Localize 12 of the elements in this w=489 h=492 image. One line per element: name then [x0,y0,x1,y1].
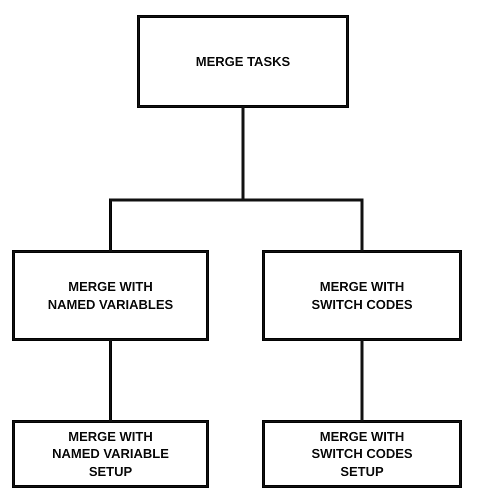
box-label: MERGE WITH SWITCH CODES [310,278,414,314]
connector-line [109,341,112,420]
process-box [12,420,209,488]
connector-line [360,341,364,420]
box-label: MERGE WITH SWITCH CODES SETUP [310,428,414,480]
process-box [12,250,209,341]
process-box [262,250,462,341]
process-box [137,15,349,108]
box-label: MERGE WITH NAMED VARIABLES [46,278,174,314]
box-label: MERGE TASKS [194,52,292,70]
process-box [262,420,462,488]
box-label: MERGE WITH NAMED VARIABLE SETUP [51,428,170,480]
